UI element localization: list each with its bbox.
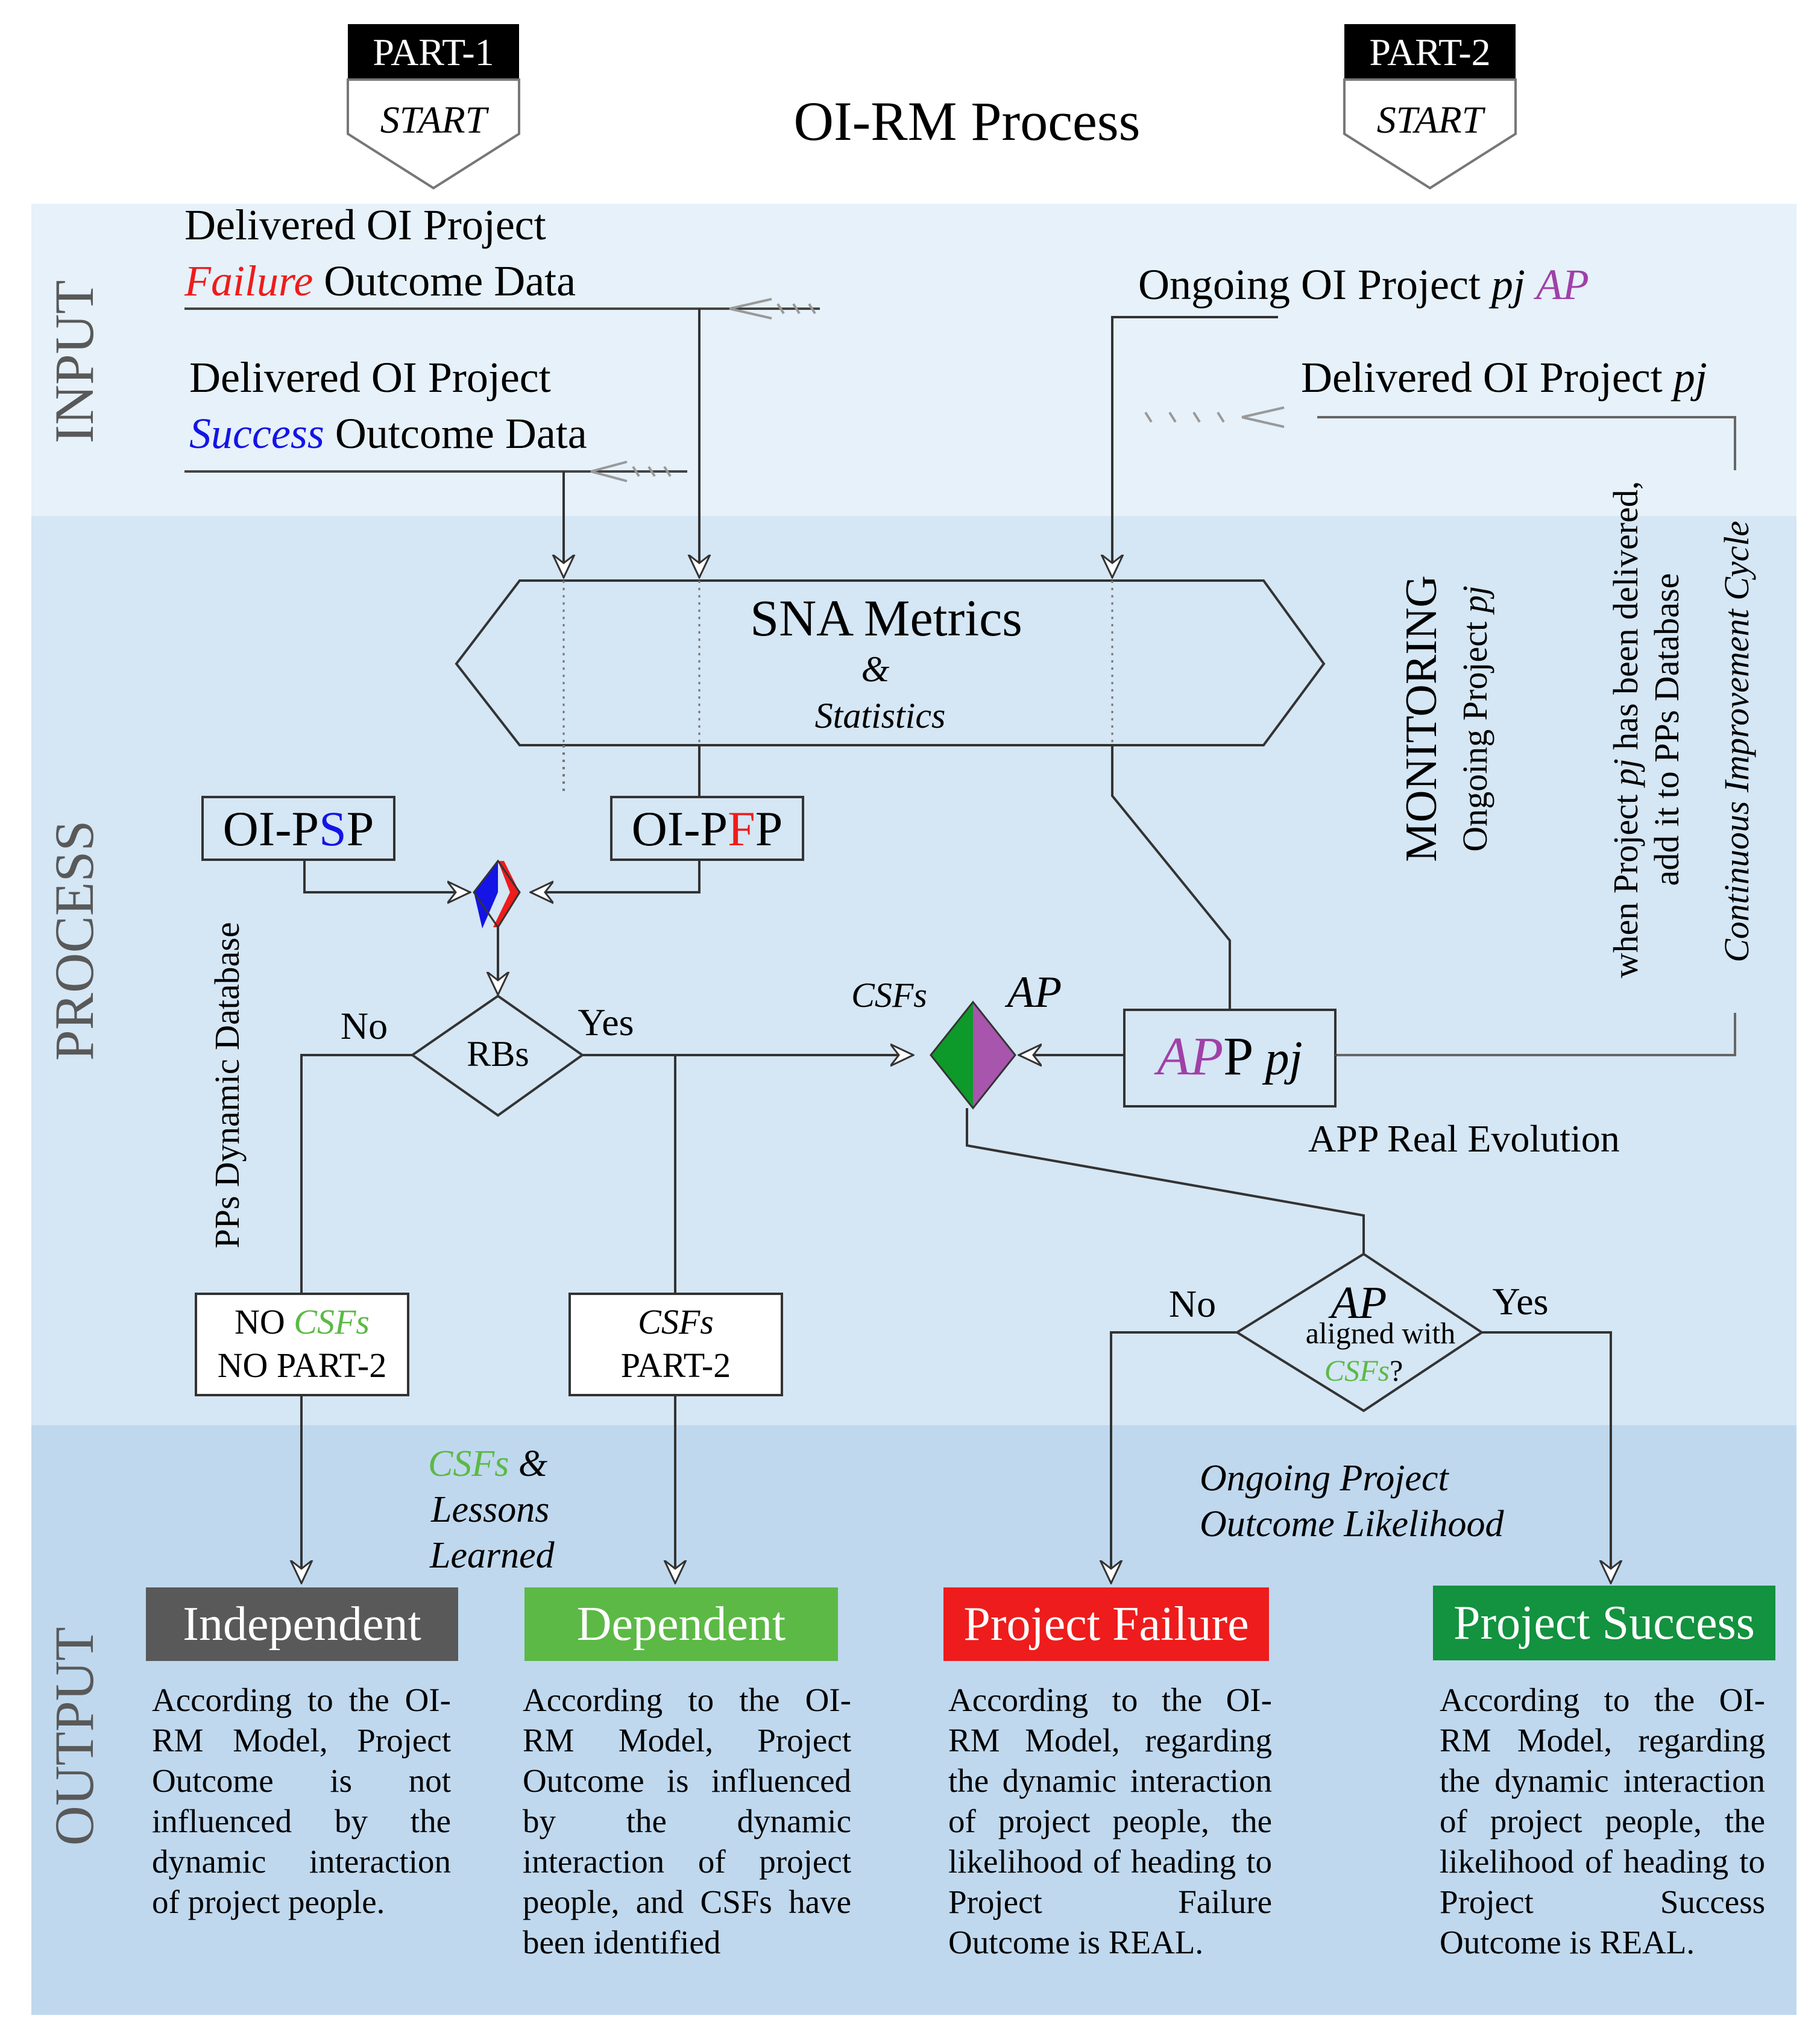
input-band-label: INPUT [43, 280, 105, 444]
diagram-title: OI-RM Process [794, 90, 1141, 152]
sna-title: SNA Metrics [750, 589, 1022, 647]
delivered-pj-input: Delivered OI Project pj [1301, 353, 1707, 402]
when-delivered-line2: add it to PPs Database [1647, 573, 1686, 886]
aligned-ap: AP [1328, 1278, 1387, 1328]
continuous-improvement-label: Continuous Improvement Cycle [1717, 521, 1756, 962]
csfs-part2-line2: PART-2 [621, 1346, 731, 1385]
outcome-success-label: Project Success [1453, 1596, 1755, 1650]
pps-dynamic-database-label: PPs Dynamic Database [207, 922, 247, 1248]
app-real-evolution: APP Real Evolution [1308, 1117, 1620, 1160]
merge-diamond-psp-pfp [473, 859, 521, 929]
ongoing-project-pj-label: Ongoing Project pj [1455, 585, 1494, 851]
outcome-independent-desc: According to the OI-RM Model, Project Ou… [152, 1681, 451, 1920]
lessons-line2: Lessons [430, 1489, 549, 1530]
no-csfs-line1: NO CSFs [235, 1302, 370, 1341]
likelihood-line1: Ongoing Project [1200, 1458, 1449, 1499]
outcome-project-failure: Project Failure [943, 1587, 1269, 1661]
failure-word: Failure [184, 257, 313, 305]
merge-diamond-csfs-ap [930, 1000, 1016, 1110]
sna-amp: & [861, 649, 890, 689]
rbs-no: No [341, 1004, 388, 1047]
continuous-cycle-line-bottom [1336, 1013, 1736, 1056]
aligned-text: aligned with [1306, 1316, 1456, 1350]
failure-input-line2: Failure Outcome Data [184, 257, 576, 305]
feather-arrow-icon [729, 298, 816, 320]
part2-start-badge: PART-2 START [1343, 24, 1517, 190]
sna-stats: Statistics [815, 696, 946, 736]
no-csfs-line2: NO PART-2 [218, 1346, 387, 1385]
monitoring-label: MONITORING [1397, 575, 1446, 862]
outcome-project-success: Project Success [1433, 1586, 1775, 1660]
part2-start: START [1377, 98, 1486, 141]
continuous-cycle-line [1317, 416, 1736, 470]
likelihood-line2: Outcome Likelihood [1200, 1504, 1505, 1545]
failure-rest: Outcome Data [324, 257, 576, 305]
ap-merge-label: AP [1004, 968, 1062, 1017]
oi-psp-label: OI-PSP [223, 801, 374, 856]
aligned-no: No [1169, 1282, 1216, 1325]
no-csfs-box [195, 1293, 409, 1396]
app-pj-label: APP pj [1154, 1027, 1302, 1086]
outcome-dependent: Dependent [524, 1587, 838, 1661]
output-band-label: OUTPUT [43, 1627, 105, 1846]
process-band-label: PROCESS [43, 821, 105, 1061]
success-input-line1: Delivered OI Project [189, 353, 551, 402]
part1-start-badge: PART-1 START [347, 24, 520, 190]
sna-metrics-hexagon [455, 579, 1326, 746]
lessons-line3: Learned [429, 1535, 555, 1576]
lessons-line1: CSFs & [428, 1443, 547, 1484]
aligned-decision [1235, 1252, 1484, 1413]
outcome-failure-desc: According to the OI-RM Model, regarding … [948, 1681, 1272, 1961]
feather-arrow-icon [590, 461, 672, 482]
outcome-independent: Independent [146, 1587, 458, 1661]
rbs-decision [410, 994, 585, 1117]
rbs-yes: Yes [578, 1001, 634, 1044]
outcome-independent-label: Independent [183, 1598, 421, 1651]
outcome-success-desc: According to the OI-RM Model, regarding … [1440, 1681, 1765, 1961]
feather-arrow-icon [1144, 406, 1285, 428]
part1-label: PART-1 [373, 31, 494, 74]
aligned-yes: Yes [1492, 1280, 1548, 1323]
success-input-line2: Success Outcome Data [189, 409, 587, 458]
failure-input-line1: Delivered OI Project [184, 201, 546, 249]
input-band [31, 204, 1796, 516]
rbs-label: RBs [467, 1034, 529, 1074]
aligned-csfs: CSFs? [1324, 1353, 1403, 1387]
app-pj-box [1123, 1009, 1337, 1108]
outcome-dependent-label: Dependent [577, 1598, 786, 1651]
success-rest: Outcome Data [335, 409, 587, 458]
ongoing-input: Ongoing OI Project pj AP [1138, 260, 1589, 309]
oi-pfp-box [610, 796, 804, 861]
oi-pfp-label: OI-PFP [632, 801, 783, 856]
when-delivered-line1: when Project pj has been delivered, [1606, 481, 1645, 978]
csfs-merge-label: CSFs [851, 975, 927, 1015]
oi-psp-box [201, 796, 395, 861]
success-word: Success [189, 409, 324, 458]
outcome-dependent-desc: According to the OI-RM Model, Project Ou… [523, 1681, 851, 1961]
part1-start: START [380, 98, 490, 141]
part2-label: PART-2 [1369, 31, 1490, 74]
output-band [31, 1425, 1796, 2015]
outcome-failure-label: Project Failure [963, 1598, 1248, 1651]
csfs-part2-line1: CSFs [638, 1302, 714, 1341]
